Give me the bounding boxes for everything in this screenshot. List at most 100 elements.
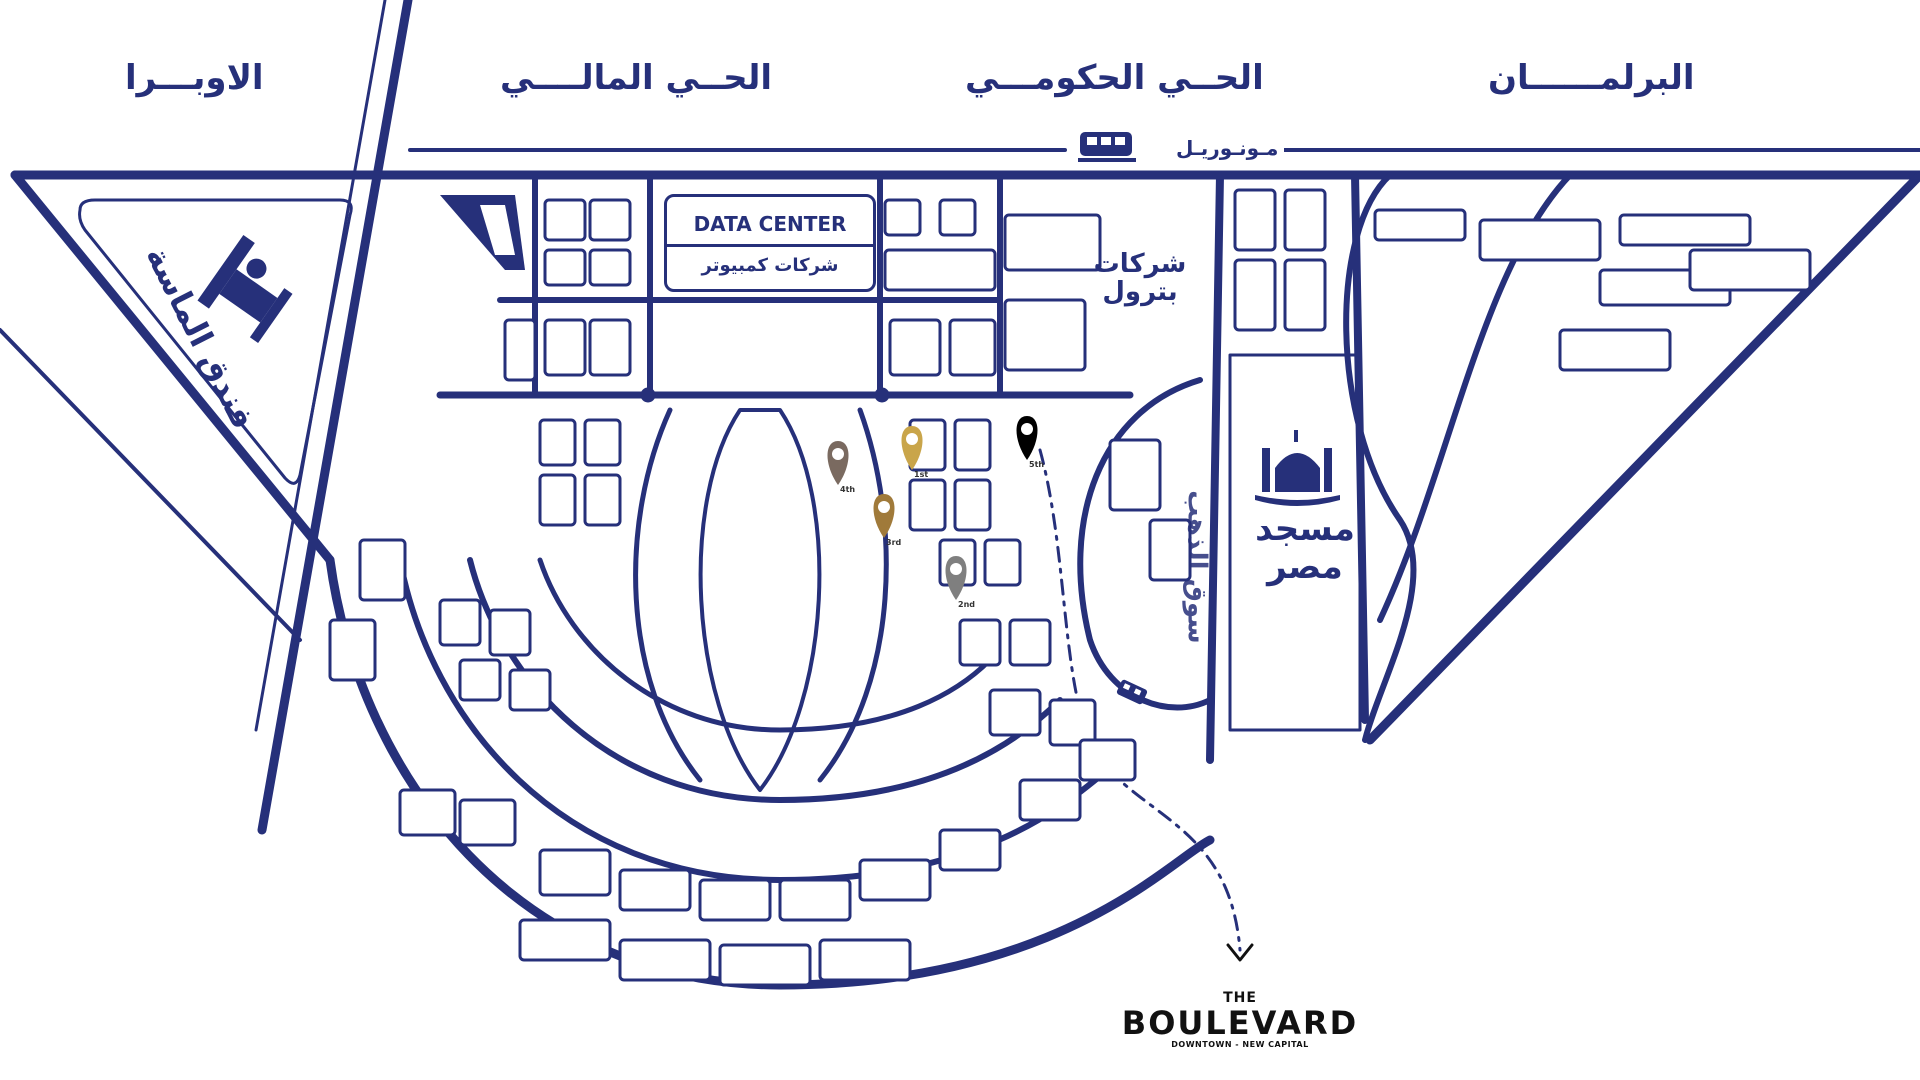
city-block — [953, 478, 992, 532]
data-center-title: DATA CENTER — [693, 212, 847, 236]
location-pin-icon[interactable] — [945, 556, 967, 600]
city-block — [883, 248, 997, 292]
city-block — [1283, 258, 1327, 332]
city-block — [543, 318, 587, 377]
city-block — [953, 418, 992, 472]
city-block — [488, 608, 532, 657]
city-block — [1078, 738, 1137, 782]
location-pin-icon[interactable] — [901, 426, 923, 470]
city-block — [583, 418, 622, 467]
city-block — [948, 318, 997, 377]
mosque-icon — [1255, 430, 1340, 506]
location-pin-icon[interactable] — [873, 494, 895, 538]
brand-logo: THE BOULEVARD DOWNTOWN - NEW CAPITAL — [1120, 990, 1360, 1049]
city-block — [888, 318, 942, 377]
left-triangle-road — [10, 170, 335, 565]
city-block — [1373, 208, 1467, 242]
route-arrow — [1226, 943, 1254, 962]
brand-name: BOULEVARD — [1121, 1004, 1359, 1042]
city-block — [438, 598, 482, 647]
city-block — [1283, 188, 1327, 252]
city-block — [908, 478, 947, 532]
city-block — [958, 618, 1002, 667]
city-block — [1148, 518, 1192, 582]
pin-label: 3rd — [886, 538, 902, 547]
city-block — [1008, 618, 1052, 667]
city-block — [458, 798, 517, 847]
left-triangle-outer — [0, 328, 302, 642]
hotel-icon — [197, 235, 293, 344]
city-block — [1048, 698, 1097, 747]
city-block — [778, 878, 852, 922]
souk-label: سوق الذهب — [1181, 490, 1212, 644]
city-block — [1478, 218, 1602, 262]
vertical-road-5 — [1206, 171, 1224, 764]
city-block — [1618, 213, 1752, 247]
city-block — [938, 828, 1002, 872]
city-block — [718, 943, 812, 987]
souk-curve — [1077, 377, 1213, 711]
petroleum-label: شركات بترول — [1093, 249, 1187, 307]
city-block — [698, 878, 772, 922]
district-label-government: الحــي الحكومـــي — [965, 58, 1264, 98]
city-block — [543, 248, 587, 287]
monorail-icon — [1078, 132, 1136, 162]
city-block — [358, 538, 407, 602]
inner-arc-3 — [537, 557, 993, 733]
pin-label: 2nd — [958, 600, 975, 609]
brand-the: THE — [1223, 990, 1257, 1006]
mosque-block — [1228, 353, 1362, 732]
location-pin-icon[interactable] — [827, 441, 849, 485]
city-block — [538, 848, 612, 897]
city-block — [618, 868, 692, 912]
data-center-box: DATA CENTER شركات كمبيوتر — [664, 194, 876, 292]
pin-label: 4th — [840, 485, 856, 494]
city-block — [588, 198, 632, 242]
city-block — [503, 318, 537, 382]
brand-tagline: DOWNTOWN - NEW CAPITAL — [1171, 1040, 1309, 1049]
city-block — [1003, 298, 1087, 372]
city-block — [328, 618, 377, 682]
city-block — [1558, 328, 1672, 372]
city-block — [1108, 438, 1162, 512]
hotel-block — [78, 198, 353, 485]
junction-dot — [874, 387, 890, 403]
opera-building-icon — [440, 195, 525, 270]
city-block — [588, 318, 632, 377]
city-block — [538, 418, 577, 467]
junction-dot — [640, 387, 656, 403]
mosque-label: مسجد مصر — [1255, 509, 1355, 587]
central-lens — [698, 408, 822, 792]
district-label-parliament: البرلمــــــان — [1488, 58, 1695, 98]
city-block — [1018, 778, 1082, 822]
city-block — [518, 918, 612, 962]
city-block — [858, 858, 932, 902]
city-block — [1233, 188, 1277, 252]
diagonal-avenue-a — [257, 0, 413, 835]
city-block — [1233, 258, 1277, 332]
city-block — [938, 198, 977, 237]
inner-arc-2 — [467, 557, 1063, 803]
city-block — [1688, 248, 1812, 292]
tram-icon — [1116, 679, 1148, 705]
city-block — [583, 473, 622, 527]
location-pin-icon[interactable] — [1016, 416, 1038, 460]
city-block — [508, 668, 552, 712]
district-label-opera: الاوبـــرا — [125, 58, 264, 98]
city-block — [588, 248, 632, 287]
right-curve-road — [1343, 172, 1417, 743]
city-block — [538, 473, 577, 527]
pin-label: 5th — [1029, 460, 1045, 469]
city-block — [398, 788, 457, 837]
city-block — [618, 938, 712, 982]
city-block — [458, 658, 502, 702]
district-label-financial: الحــي المالــــي — [500, 58, 773, 98]
city-block — [543, 198, 587, 242]
central-lens-left — [633, 407, 703, 783]
city-block — [1003, 213, 1102, 272]
divider — [667, 244, 873, 247]
right-triangle-road — [1365, 170, 1920, 745]
data-center-subtitle: شركات كمبيوتر — [701, 255, 839, 276]
monorail-label: مـونـوريـل — [1170, 136, 1285, 160]
